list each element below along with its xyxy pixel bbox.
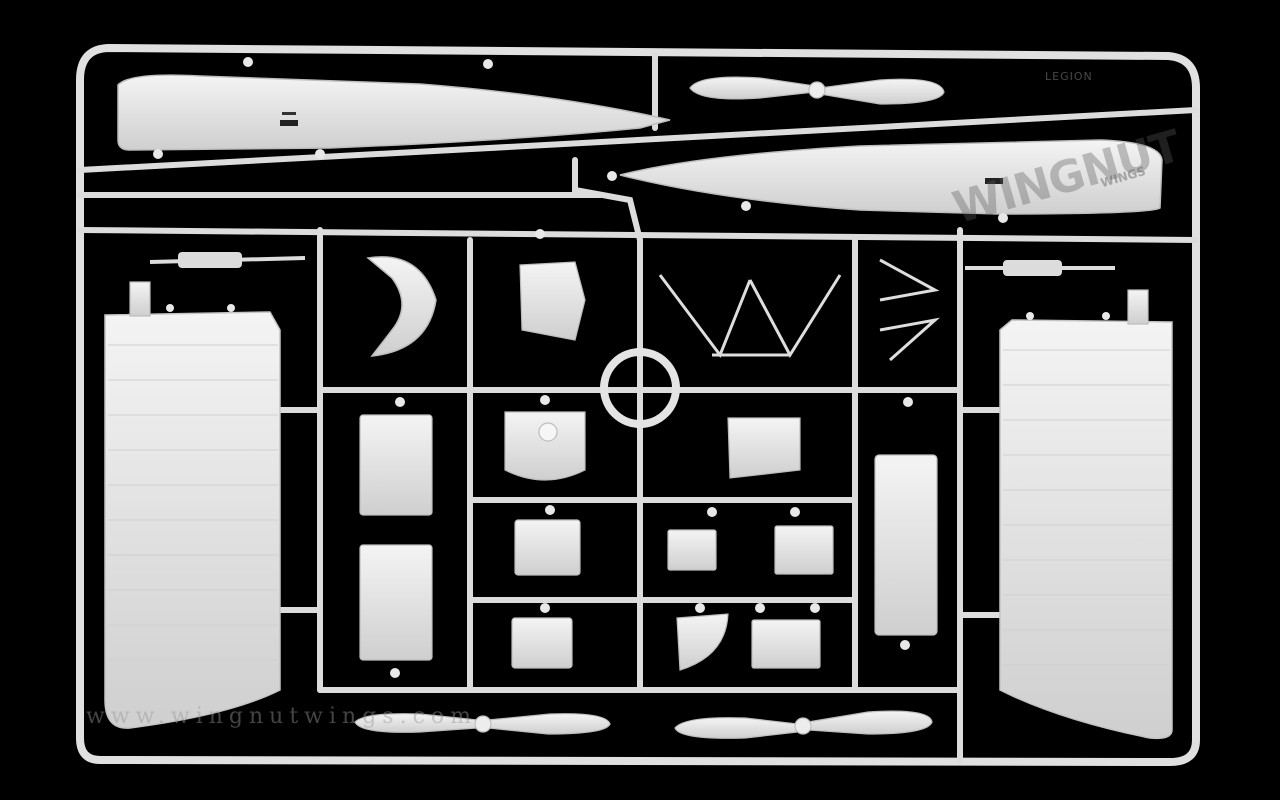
- small-parts: [129, 261, 1149, 671]
- ring-part: [600, 348, 680, 428]
- fuselage-half-top: [117, 74, 671, 151]
- cowling-part: [366, 256, 437, 357]
- machine-gun-left: [149, 252, 306, 268]
- ejector-pins: [153, 57, 1110, 678]
- wing-panel-right: [999, 319, 1173, 740]
- propeller-bottom-left: [354, 713, 611, 735]
- sprue-runners: [77, 52, 1199, 763]
- logo-top-text: LEGION: [1045, 70, 1093, 83]
- wing-panel-left: [104, 311, 281, 729]
- machine-gun-right: [965, 260, 1115, 276]
- sprue-frame: [76, 43, 1200, 767]
- fuselage-half-bottom: [619, 139, 1163, 215]
- propeller-bottom-right: [674, 710, 933, 739]
- watermark-url: www.wingnutwings.com: [86, 704, 478, 729]
- propeller-top: [689, 76, 945, 105]
- logo-main-text: WINGNUT: [947, 120, 1186, 235]
- brand-logo: LEGION WINGNUT WINGS: [930, 60, 1190, 234]
- strut-assembly: [658, 258, 940, 362]
